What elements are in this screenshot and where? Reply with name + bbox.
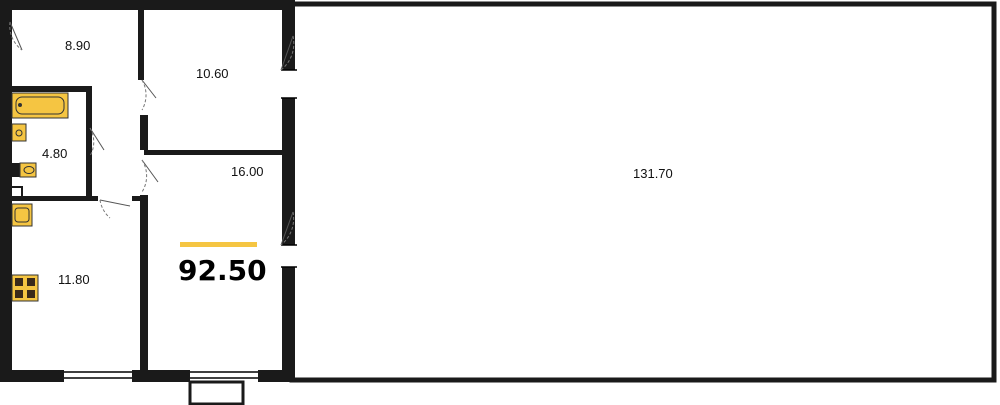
interior-walls [8,10,282,370]
room-area-bathroom: 4.80 [42,146,67,161]
windows [64,366,258,384]
toilet-icon [7,162,37,200]
bathroom-sink-icon [11,123,27,142]
kitchen-sink-icon [11,203,33,227]
room-area-kitchen: 11.80 [58,272,90,287]
balcony [188,380,245,405]
total-area: 92.50 [178,254,267,287]
total-area-accent-bar [180,242,257,247]
stove-icon [11,274,39,302]
room-area-commercial: 131.70 [633,166,673,181]
room-area-bedroom: 10.60 [196,66,229,81]
room-area-hall: 8.90 [65,38,90,53]
commercial-room-walls [289,1,997,383]
doors [9,21,297,268]
bathtub-icon [11,92,69,119]
room-area-living: 16.00 [231,164,264,179]
